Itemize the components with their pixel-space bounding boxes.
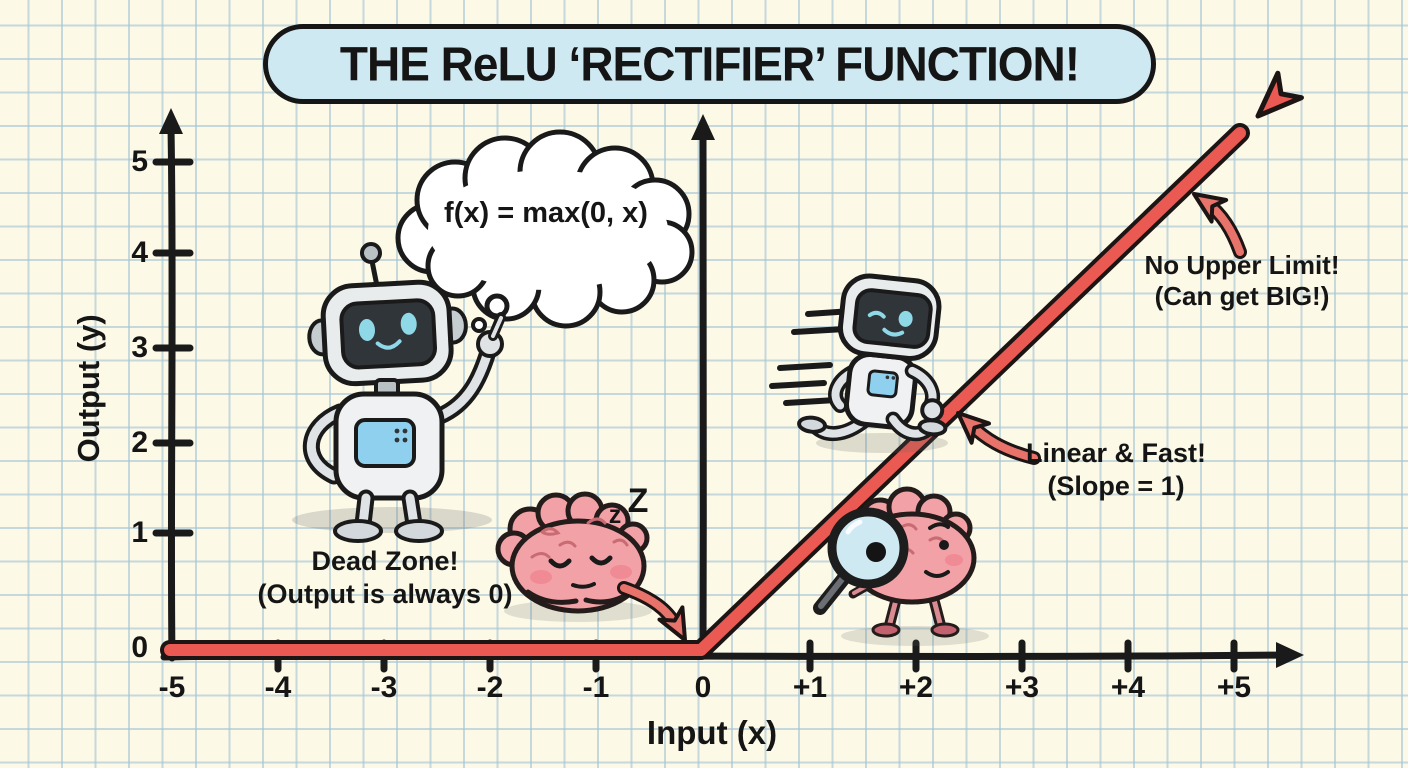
x-tick-label: -4 bbox=[264, 671, 292, 704]
page-title: THE ReLU ‘RECTIFIER’ FUNCTION! bbox=[339, 36, 1080, 91]
no-upper-limit-label: No Upper Limit! (Can get BIG!) bbox=[1122, 250, 1362, 312]
y-tick-label: 1 bbox=[131, 516, 148, 549]
speed-lines bbox=[769, 308, 855, 406]
no-limit-line2: (Can get BIG!) bbox=[1154, 281, 1330, 312]
dead-zone-line1: Dead Zone! bbox=[311, 546, 459, 576]
x-tick-label: +3 bbox=[1004, 671, 1040, 704]
x-tick-label: -3 bbox=[370, 671, 398, 704]
inspecting-brain bbox=[813, 486, 989, 646]
no-limit-line1: No Upper Limit! bbox=[1144, 250, 1340, 280]
relu-line bbox=[160, 70, 1304, 660]
running-robot bbox=[797, 273, 948, 442]
title-banner: THE ReLU ‘RECTIFIER’ FUNCTION! bbox=[263, 24, 1156, 104]
y-axis-left bbox=[152, 108, 194, 662]
sleep-z-big: Z bbox=[627, 482, 649, 520]
x-tick-label: -2 bbox=[476, 671, 504, 704]
x-tick-label: 0 bbox=[694, 671, 712, 704]
x-tick-label: +5 bbox=[1216, 671, 1252, 704]
relu-arrowhead bbox=[1255, 70, 1304, 119]
teacher-robot bbox=[292, 242, 506, 543]
x-tick-label: +1 bbox=[792, 671, 828, 704]
relu-formula: f(x) = max(0, x) bbox=[444, 197, 648, 229]
no-limit-arrow bbox=[1192, 192, 1247, 259]
y-tick-label: 3 bbox=[131, 331, 148, 364]
x-tick-label: -1 bbox=[582, 671, 610, 704]
bubble-trail-dot bbox=[471, 317, 487, 333]
x-tick-label: +4 bbox=[1110, 671, 1146, 704]
x-tick-label: -5 bbox=[158, 671, 186, 704]
x-tick-label: +2 bbox=[898, 671, 934, 704]
y-tick-label: 0 bbox=[131, 631, 148, 664]
y-tick-label: 2 bbox=[131, 426, 148, 459]
y-tick-label: 5 bbox=[131, 145, 148, 178]
sleeping-brain bbox=[495, 491, 652, 622]
dead-zone-line2: (Output is always 0) bbox=[257, 578, 513, 609]
linear-fast-label: Linear & Fast! (Slope = 1) bbox=[986, 437, 1246, 503]
y-tick-label: 4 bbox=[131, 236, 148, 269]
linear-line2: (Slope = 1) bbox=[1047, 470, 1185, 501]
y-axis-origin bbox=[691, 114, 715, 659]
linear-line1: Linear & Fast! bbox=[1025, 438, 1207, 468]
dead-zone-label: Dead Zone! (Output is always 0) bbox=[230, 545, 540, 611]
dead-zone-arrow bbox=[617, 581, 687, 642]
x-axis-title: Input (x) bbox=[646, 714, 778, 751]
sleep-z-small: z bbox=[608, 501, 622, 529]
linear-arrow bbox=[956, 411, 1041, 465]
thought-bubble bbox=[395, 129, 695, 333]
